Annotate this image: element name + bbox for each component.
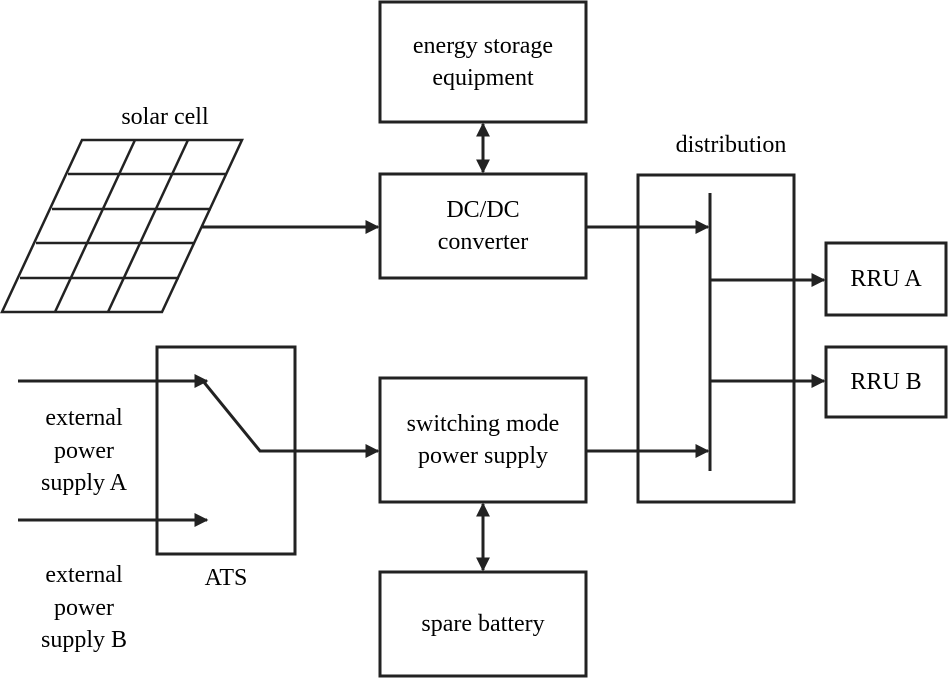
rru-b-label: RRU B [850,368,922,395]
distribution-label: distribution [675,131,787,158]
solar-cell-panel-icon [0,138,244,314]
rru-a-label: RRU A [850,265,922,292]
external-power-b-label: external power supply B [40,562,127,654]
spare-battery-label: spare battery [421,610,545,637]
smps-box [378,376,588,504]
ats-label: ATS [204,564,248,591]
dcdc-converter-label: DC/DC converter [437,196,529,255]
solar-cell-label: solar cell [121,103,209,130]
ats-switch-arm [201,380,380,458]
energy-storage-label: energy storage equipment [412,32,554,91]
external-power-a-label: external power supply A [40,405,127,497]
spare-battery-box [378,570,588,678]
energy-storage-box [378,0,588,124]
distribution-box [636,173,796,504]
smps-label: switching mode power supply [406,410,560,469]
rru-b-box [824,345,948,419]
rru-a-box [824,241,948,317]
